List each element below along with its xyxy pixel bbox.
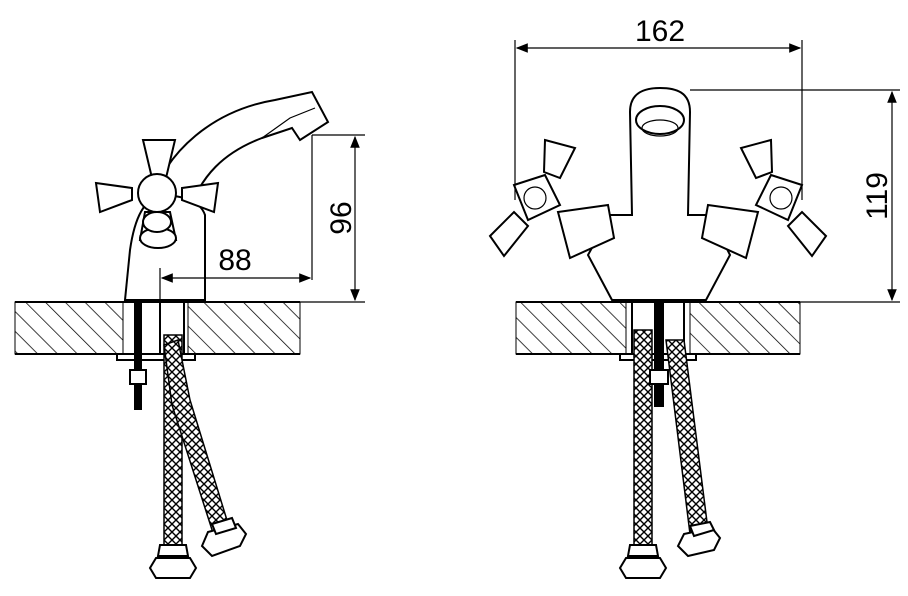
dim-side-height-label: 96	[325, 201, 358, 234]
front-body	[586, 86, 732, 301]
side-countertop	[14, 301, 301, 361]
front-left-handle	[488, 138, 616, 260]
front-right-handle	[700, 138, 828, 260]
dim-side-height: 96	[300, 134, 365, 303]
dim-front-height: 119	[690, 89, 900, 303]
dim-front-width: 162	[514, 15, 803, 200]
dim-front-height-label: 119	[861, 172, 894, 220]
dim-front-width-label: 162	[635, 15, 685, 48]
front-hoses	[618, 301, 722, 579]
side-view: 96 88	[14, 90, 365, 579]
side-handle	[94, 139, 220, 249]
dim-side-reach: 88	[159, 244, 312, 300]
dim-side-reach-label: 88	[218, 244, 251, 277]
front-view: 162 119	[488, 15, 900, 579]
side-hoses	[148, 334, 248, 579]
